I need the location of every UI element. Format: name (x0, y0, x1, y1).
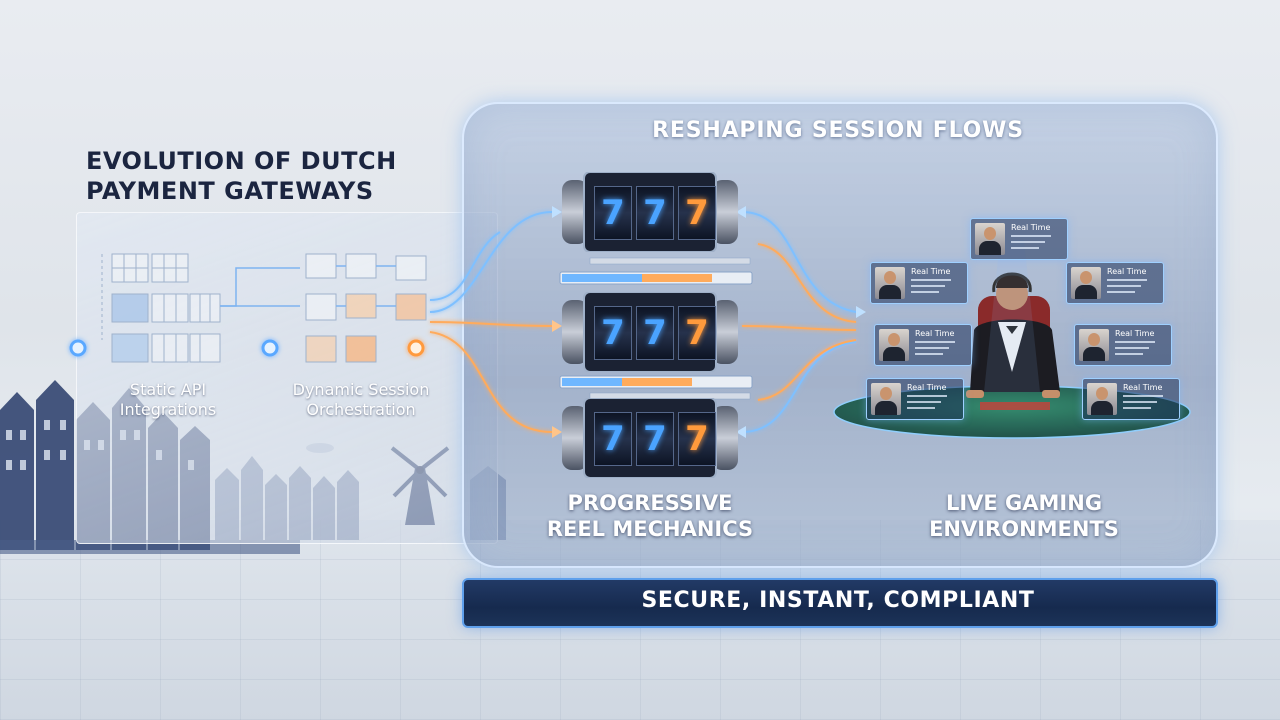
player-card-label: Real Time (1011, 223, 1051, 232)
info-line (907, 407, 935, 409)
player-card: Real Time (870, 262, 968, 304)
reel-symbol: 7 (678, 306, 716, 360)
reel-symbol: 7 (594, 186, 632, 240)
live-caption: LIVE GAMING ENVIRONMENTS (929, 491, 1119, 541)
player-card-label: Real Time (915, 329, 955, 338)
info-line (1123, 395, 1163, 397)
info-line (915, 353, 943, 355)
info-line (911, 291, 939, 293)
info-line (1115, 347, 1149, 349)
player-card-label: Real Time (1107, 267, 1147, 276)
player-card: Real Time (1074, 324, 1172, 366)
avatar (879, 329, 909, 361)
banner (462, 578, 1218, 628)
avatar (1071, 267, 1101, 299)
info-line (911, 285, 945, 287)
info-line (1123, 401, 1157, 403)
avatar (1079, 329, 1109, 361)
left-title: EVOLUTION OF DUTCH PAYMENT GATEWAYS (86, 147, 397, 205)
player-card: Real Time (874, 324, 972, 366)
reel-symbol: 7 (594, 412, 632, 466)
info-line (1011, 241, 1045, 243)
reel-symbol: 7 (678, 186, 716, 240)
player-card: Real Time (1082, 378, 1180, 420)
info-line (911, 279, 951, 281)
info-line (1107, 285, 1141, 287)
player-card-label: Real Time (907, 383, 947, 392)
info-line (1115, 353, 1143, 355)
info-line (907, 395, 947, 397)
reel-symbol: 7 (636, 412, 674, 466)
info-line (915, 341, 955, 343)
player-card-label: Real Time (911, 267, 951, 276)
avatar (871, 383, 901, 415)
reel-symbol: 7 (678, 412, 716, 466)
avatar (975, 223, 1005, 255)
reel-symbol: 7 (636, 306, 674, 360)
player-card: Real Time (970, 218, 1068, 260)
info-line (1123, 407, 1151, 409)
info-line (1115, 341, 1155, 343)
player-card: Real Time (866, 378, 964, 420)
player-card-label: Real Time (1123, 383, 1163, 392)
reel-symbol: 7 (636, 186, 674, 240)
reel-symbol: 7 (594, 306, 632, 360)
stage-dynamic-label: Dynamic Session Orchestration (292, 380, 430, 419)
banner-text: SECURE, INSTANT, COMPLIANT (641, 588, 1035, 613)
info-line (915, 347, 949, 349)
main-title: RESHAPING SESSION FLOWS (652, 118, 1024, 143)
info-line (1107, 291, 1135, 293)
player-card-label: Real Time (1115, 329, 1155, 338)
info-line (1011, 247, 1039, 249)
info-line (1107, 279, 1147, 281)
player-card: Real Time (1066, 262, 1164, 304)
avatar (875, 267, 905, 299)
avatar (1087, 383, 1117, 415)
info-line (907, 401, 941, 403)
stage-static-label: Static API Integrations (119, 380, 217, 419)
info-line (1011, 235, 1051, 237)
reels-caption: PROGRESSIVE REEL MECHANICS (546, 491, 754, 541)
